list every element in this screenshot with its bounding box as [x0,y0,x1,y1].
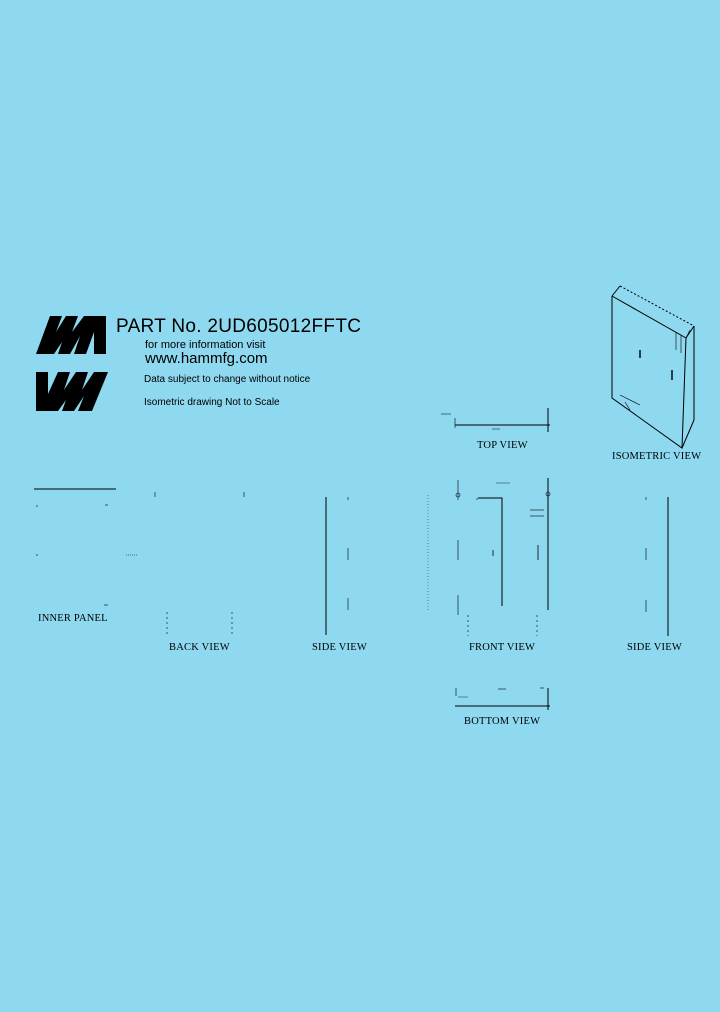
bottom-view-drawing [455,687,550,710]
website-link[interactable]: www.hammfg.com [145,350,268,367]
side-view-left-label: SIDE VIEW [312,642,367,653]
hammond-logo-icon [36,316,108,411]
isometric-note: Isometric drawing Not to Scale [144,397,280,408]
inner-panel-drawing [34,488,138,606]
isometric-view-label: ISOMETRIC VIEW [612,451,702,462]
top-view-label: TOP VIEW [477,440,528,451]
front-view-label: FRONT VIEW [469,642,536,653]
side-view-right-label: SIDE VIEW [627,642,682,653]
front-view-drawing [427,478,551,636]
back-view-label: BACK VIEW [169,642,230,653]
isometric-drawing [611,285,695,449]
part-number-title: PART No. 2UD605012FFTC [116,316,362,337]
side-view-right-drawing [645,497,669,636]
inner-panel-label: INNER PANEL [38,613,108,624]
side-view-left-drawing [325,497,349,635]
notice-text: Data subject to change without notice [144,374,311,385]
back-view-drawing [154,492,245,634]
top-view-drawing [441,408,550,432]
info-text: for more information visit [145,339,266,351]
bottom-view-label: BOTTOM VIEW [464,716,541,727]
